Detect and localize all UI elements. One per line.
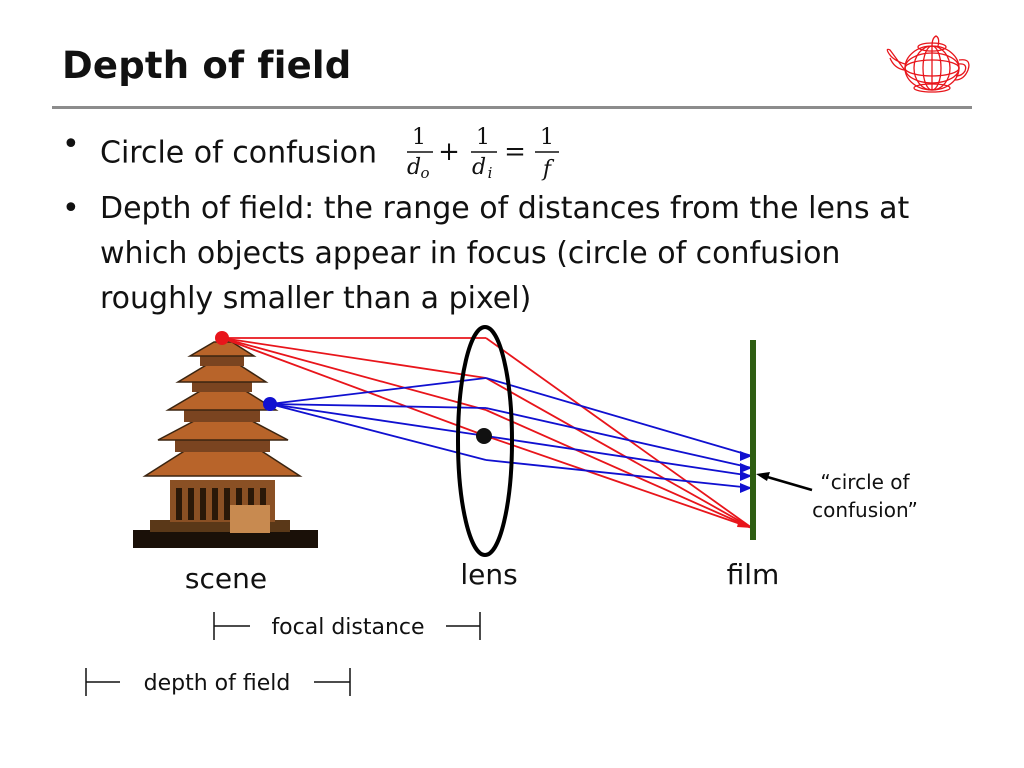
eq-numerator-1: 1 [412, 125, 426, 150]
eq-sub-o: o [420, 164, 429, 182]
teapot-wireframe-icon [886, 35, 970, 93]
lens-label: lens [460, 558, 517, 591]
eq-numerator-2: 1 [476, 125, 490, 150]
focal-distance-bracket: focal distance [213, 612, 481, 640]
eq-equals: = [504, 137, 526, 167]
red-ray-arrowhead [737, 519, 752, 528]
eq-plus: + [438, 137, 460, 167]
bullet-symbol: • [62, 191, 80, 226]
pagoda-scene-illustration [133, 338, 318, 548]
circle-of-confusion-label: “circle of confusion” [812, 470, 918, 522]
scene-label: scene [185, 562, 267, 595]
depth-of-field-bracket: depth of field [85, 668, 351, 696]
thin-lens-equation: 1 d o + 1 d i = 1 f [401, 122, 571, 186]
blue-rays [269, 377, 753, 493]
depth-of-field-label: depth of field [144, 671, 291, 696]
lens-shape [456, 325, 514, 557]
pointer-arrowhead [756, 472, 770, 481]
eq-sub-i: i [487, 164, 492, 182]
film-label: film [727, 558, 780, 591]
eq-numerator-3: 1 [540, 125, 554, 150]
bullet-circle-of-confusion: • Circle of confusion 1 d o + 1 d i = 1 … [62, 122, 962, 186]
equation-graphic: 1 d o + 1 d i = 1 f [407, 125, 559, 182]
lens-center-point [476, 428, 492, 444]
bullet-depth-of-field: • Depth of field: the range of distances… [62, 186, 962, 321]
blue-object-point [263, 397, 277, 411]
focal-distance-label: focal distance [271, 615, 424, 640]
bullet-text: Depth of field: the range of distances f… [100, 191, 910, 316]
title-underline [52, 106, 972, 109]
eq-denominator-do: d [407, 155, 421, 180]
red-rays [221, 337, 753, 529]
slide-title: Depth of field [62, 44, 352, 87]
bullet-text: Circle of confusion [100, 135, 378, 171]
circle-of-confusion-pointer [763, 474, 813, 492]
bullet-list: • Circle of confusion 1 d o + 1 d i = 1 … [62, 122, 962, 321]
eq-denominator-di: d [472, 155, 486, 180]
film-plane [750, 340, 756, 540]
bullet-symbol: • [62, 127, 80, 162]
red-object-point [215, 331, 229, 345]
